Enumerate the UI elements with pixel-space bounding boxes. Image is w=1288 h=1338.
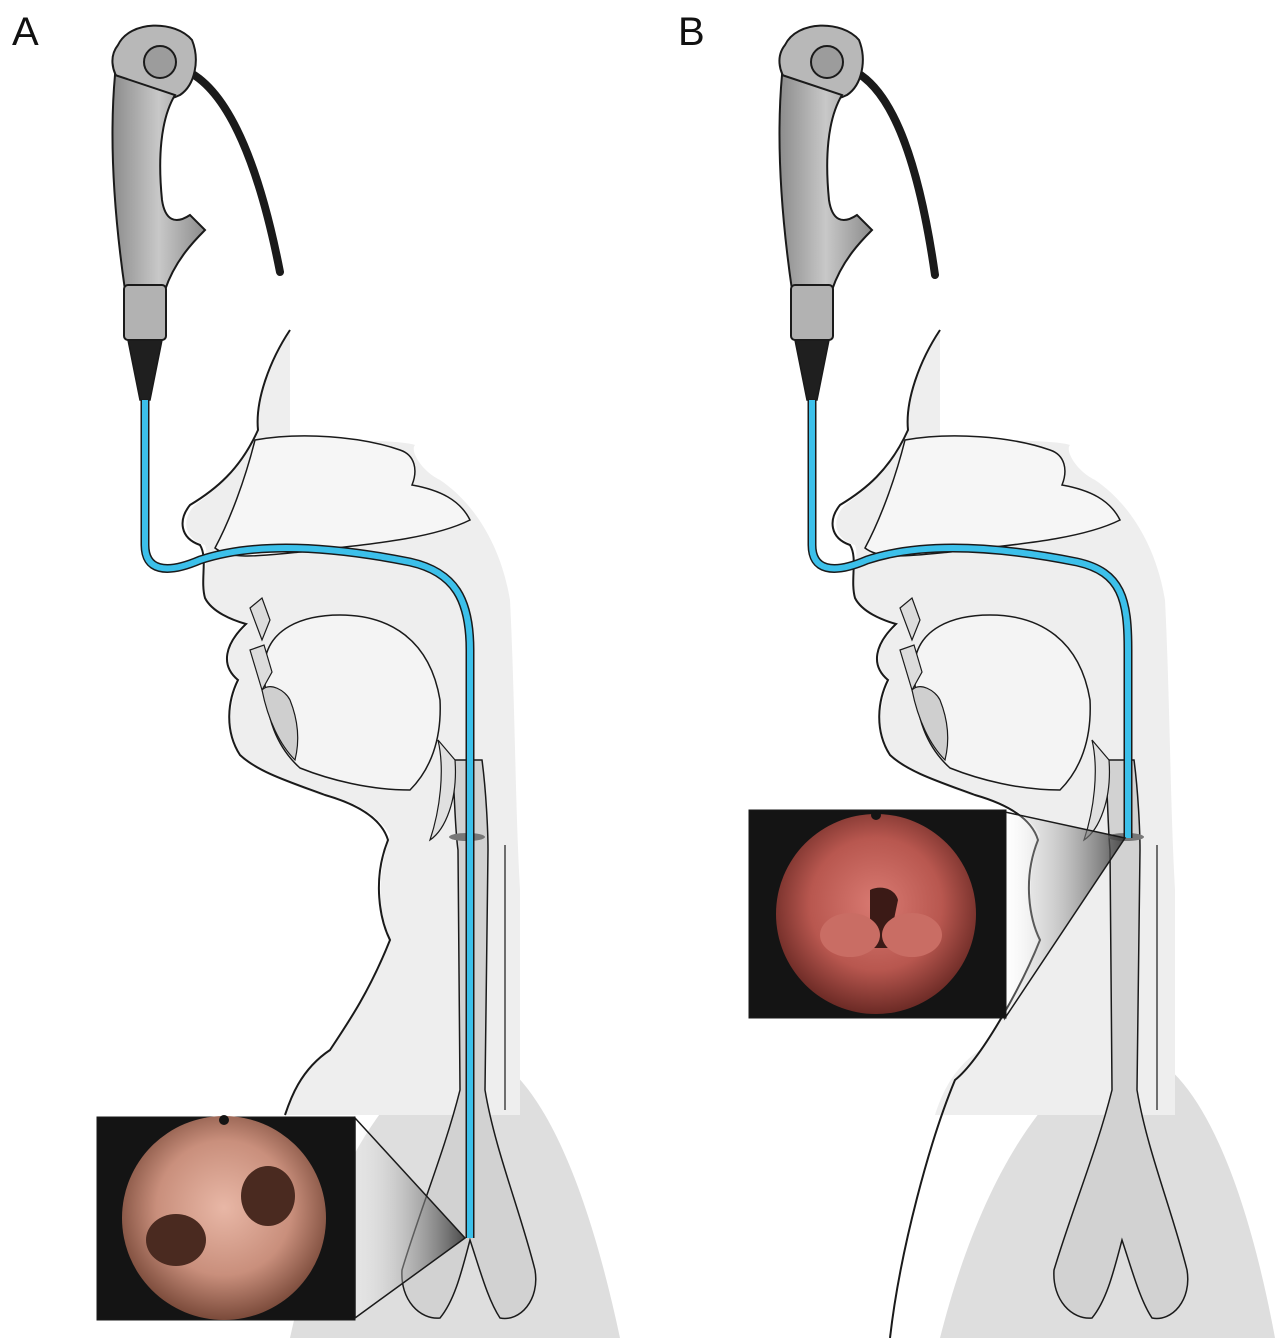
handle-collar: [791, 285, 833, 340]
scope-tip-cone: [795, 340, 829, 400]
endoscope-cable: [852, 70, 935, 275]
right-main-bronchus-opening: [241, 1166, 295, 1226]
panel-label-a: A: [12, 12, 39, 52]
knob-center: [811, 46, 843, 78]
panel-b: [749, 26, 1275, 1338]
scope-tip-cone: [128, 340, 162, 400]
handle-body: [779, 75, 872, 290]
vocal-fold-left: [820, 913, 880, 957]
endoscopic-inset-a: [97, 1115, 355, 1320]
endoscope-b: [779, 26, 935, 400]
scope-notch: [219, 1115, 229, 1125]
inset-a-view: [122, 1116, 326, 1320]
left-main-bronchus-opening: [146, 1214, 206, 1266]
panel-label-b: B: [678, 12, 705, 52]
handle-collar: [124, 285, 166, 340]
knob-center: [144, 46, 176, 78]
vocal-fold-right: [882, 913, 942, 957]
endoscope-cable: [185, 70, 280, 272]
endoscope-a: [112, 26, 280, 400]
handle-body: [112, 75, 205, 290]
panel-a: [97, 26, 620, 1338]
endoscopic-inset-b: [749, 810, 1006, 1018]
scope-notch: [871, 810, 881, 820]
